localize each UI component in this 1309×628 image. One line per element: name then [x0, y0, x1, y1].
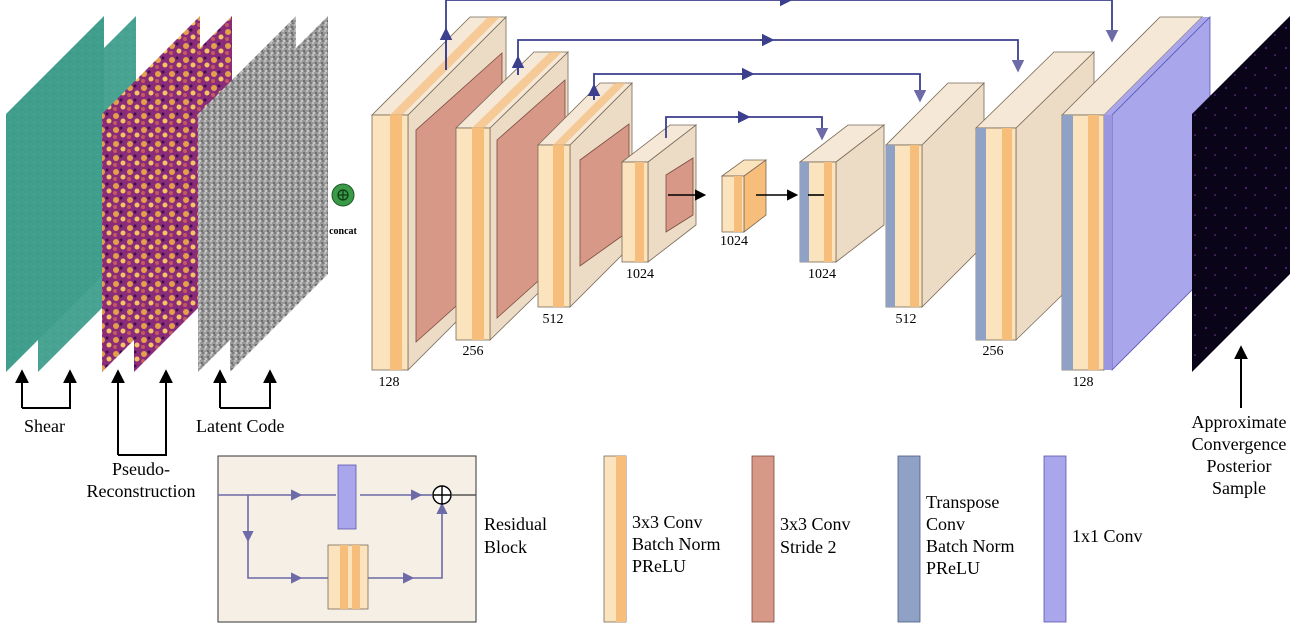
latent-sheet-2 — [230, 16, 328, 372]
legend-residual-block — [217, 455, 477, 623]
svg-text:3x3 Conv: 3x3 Conv — [632, 512, 703, 532]
residual-label-2: Block — [484, 537, 527, 557]
bottleneck-size: 1024 — [720, 234, 748, 249]
enc-size-512: 512 — [543, 312, 564, 327]
decoder-block-512 — [885, 82, 985, 308]
svg-text:Batch Norm: Batch Norm — [632, 534, 720, 554]
dec-size-512: 512 — [896, 312, 917, 327]
pseudo-label-1: Pseudo- — [112, 459, 170, 479]
enc-size-1024: 1024 — [626, 267, 654, 282]
shear-bracket — [22, 369, 77, 409]
latent-bracket — [220, 369, 277, 409]
svg-text:Approximate: Approximate — [1192, 412, 1287, 432]
output-sample-sheet — [1192, 16, 1290, 372]
svg-text:Transpose: Transpose — [926, 492, 999, 512]
svg-text:3x3 Conv: 3x3 Conv — [780, 514, 851, 534]
pseudo-bracket — [118, 369, 173, 456]
enc-size-256: 256 — [463, 344, 484, 359]
input-latent-code-sheets — [198, 16, 328, 372]
concat-node — [331, 183, 355, 207]
svg-text:Stride 2: Stride 2 — [780, 537, 837, 557]
svg-text:Batch Norm: Batch Norm — [926, 536, 1014, 556]
decoder-block-128 — [1061, 16, 1211, 371]
svg-text:Conv: Conv — [926, 514, 965, 534]
legend-conv3: 3x3 Conv Batch Norm PReLU — [603, 455, 720, 623]
svg-text:Sample: Sample — [1212, 478, 1266, 498]
residual-label-1: Residual — [484, 514, 547, 534]
svg-text:Posterior: Posterior — [1207, 456, 1272, 476]
pseudo-label-2: Reconstruction — [87, 481, 196, 501]
dec-size-128: 128 — [1073, 375, 1094, 390]
svg-text:1x1 Conv: 1x1 Conv — [1072, 526, 1143, 546]
svg-text:Convergence: Convergence — [1192, 434, 1287, 454]
legend-1x1-conv: 1x1 Conv — [1043, 455, 1143, 623]
latent-label: Latent Code — [196, 416, 284, 436]
svg-text:PReLU: PReLU — [632, 556, 686, 576]
legend-stride-conv: 3x3 Conv Stride 2 — [751, 455, 851, 623]
output-label: Approximate Convergence Posterior Sample — [1192, 412, 1287, 498]
dec-size-1024: 1024 — [808, 267, 836, 282]
legend-transpose-conv: Transpose Conv Batch Norm PReLU — [897, 455, 1014, 623]
bottleneck-block — [720, 159, 768, 233]
svg-text:PReLU: PReLU — [926, 558, 980, 578]
encoder-block-512 — [537, 82, 633, 308]
decoder-block-1024 — [798, 124, 886, 263]
enc-size-128: 128 — [379, 375, 400, 390]
encoder-block-1024 — [620, 124, 698, 263]
concat-label: concat — [329, 226, 357, 237]
shear-label: Shear — [24, 416, 65, 436]
dec-size-256: 256 — [983, 344, 1004, 359]
